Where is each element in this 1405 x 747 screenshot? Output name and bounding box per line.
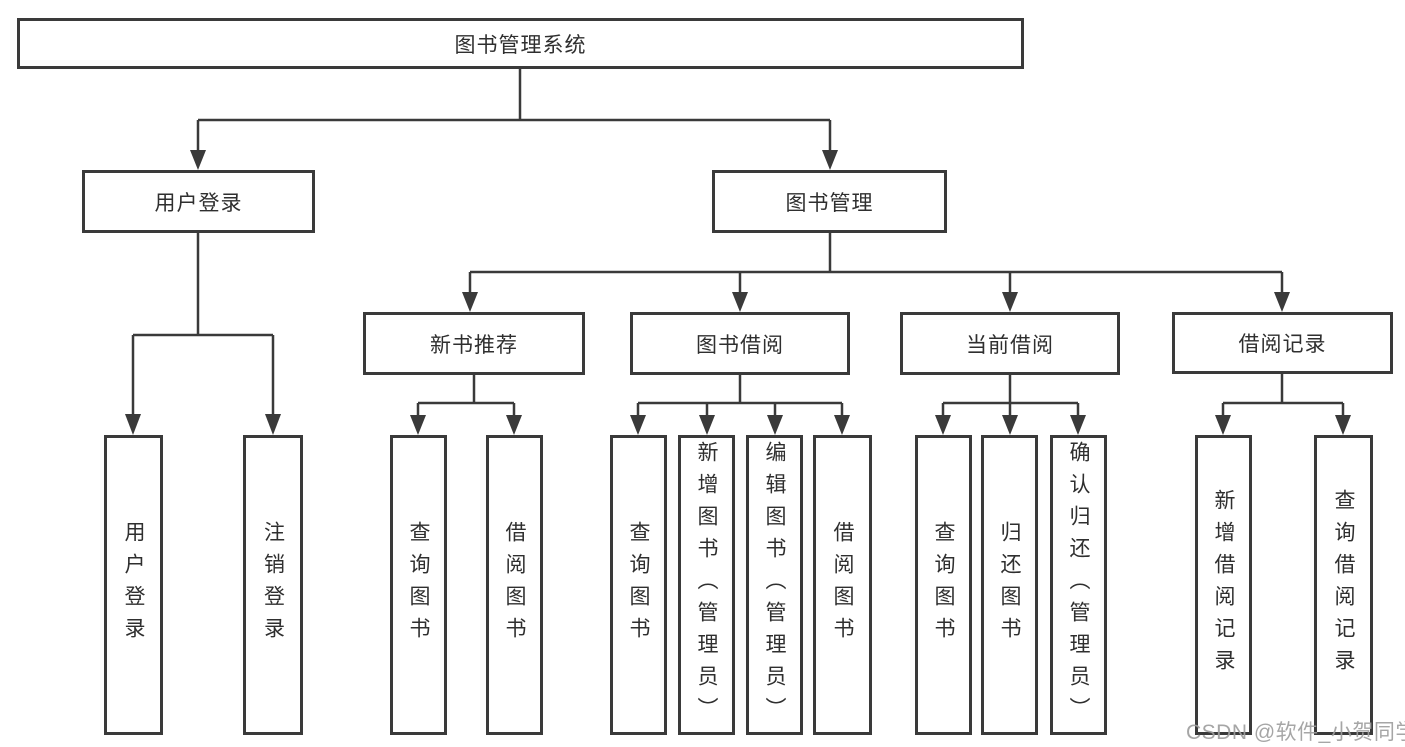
leaf-return-books: 归还图书: [981, 435, 1038, 735]
node-label: 当前借阅: [966, 333, 1054, 357]
node-label: 用户登录: [122, 521, 145, 649]
node-label: 图书管理: [785, 191, 874, 215]
node-label: 编辑图书（管理员）: [763, 441, 786, 729]
leaf-edit-books-admin: 编辑图书（管理员）: [746, 435, 803, 735]
node-borrowing-records: 借阅记录: [1172, 312, 1393, 374]
leaf-query-books-recommend: 查询图书: [390, 435, 447, 735]
leaf-borrow-books: 借阅图书: [813, 435, 872, 735]
leaf-query-books-current: 查询图书: [915, 435, 972, 735]
node-label: 借阅图书: [503, 521, 526, 649]
csdn-watermark: CSDN @软件_小贺同学: [1186, 721, 1405, 744]
leaf-user-login: 用户登录: [104, 435, 163, 735]
node-label: 归还图书: [998, 521, 1021, 649]
leaf-confirm-return-admin: 确认归还（管理员）: [1050, 435, 1107, 735]
leaf-add-borrow-record: 新增借阅记录: [1195, 435, 1252, 735]
node-label: 用户登录: [154, 191, 243, 215]
leaf-add-books-admin: 新增图书（管理员）: [678, 435, 735, 735]
node-book-borrowing: 图书借阅: [630, 312, 850, 375]
node-label: 图书管理系统: [454, 33, 587, 57]
node-label: 新增图书（管理员）: [695, 441, 718, 729]
node-label: 查询图书: [627, 521, 650, 649]
node-label: 查询借阅记录: [1332, 489, 1355, 681]
leaf-borrow-books-recommend: 借阅图书: [486, 435, 543, 735]
node-label: 借阅图书: [831, 521, 854, 649]
leaf-query-borrow-record: 查询借阅记录: [1314, 435, 1373, 735]
node-user-login: 用户登录: [82, 170, 315, 233]
node-new-book-recommendation: 新书推荐: [363, 312, 585, 375]
node-label: 注销登录: [261, 521, 285, 649]
connector-lines: [131, 68, 1345, 417]
node-book-management: 图书管理: [712, 170, 947, 233]
node-label: 新增借阅记录: [1212, 489, 1235, 681]
node-label: 查询图书: [407, 521, 430, 649]
leaf-logout: 注销登录: [243, 435, 303, 735]
node-label: 确认归还（管理员）: [1067, 441, 1090, 729]
node-label: 借阅记录: [1238, 333, 1327, 356]
node-label: 图书借阅: [696, 333, 784, 357]
node-label: 新书推荐: [430, 333, 518, 357]
node-label: 查询图书: [932, 521, 955, 649]
leaf-query-books-borrow: 查询图书: [610, 435, 667, 735]
node-current-borrowing: 当前借阅: [900, 312, 1120, 375]
node-library-management-system: 图书管理系统: [17, 18, 1024, 69]
arrowheads: [125, 150, 1351, 435]
